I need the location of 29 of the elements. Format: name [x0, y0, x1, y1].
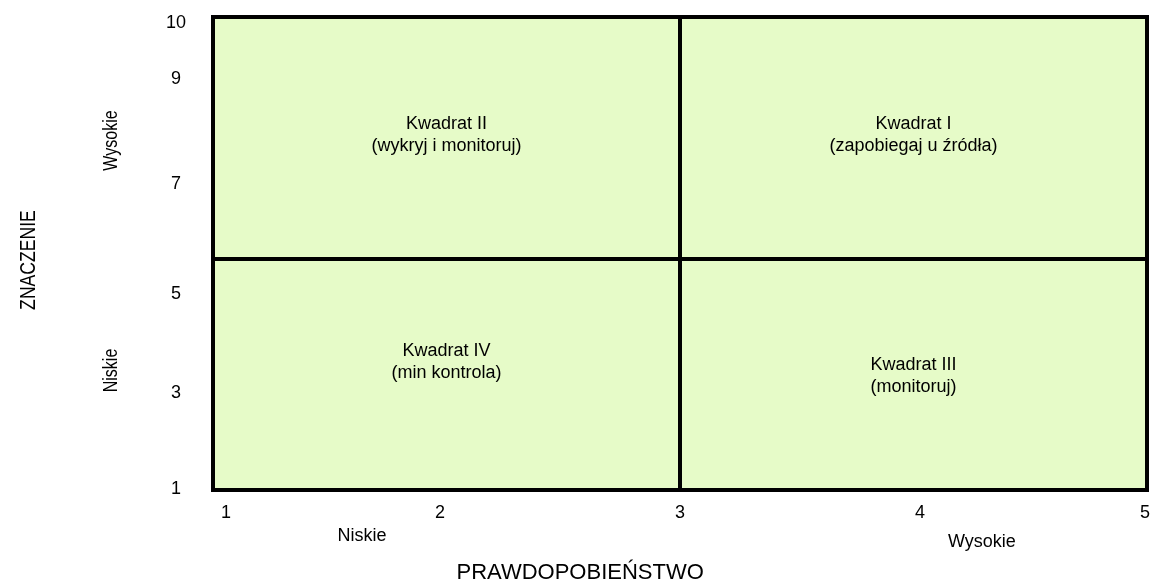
quadrant-action: (min kontrola): [391, 360, 502, 383]
tick-label: 9: [171, 67, 181, 89]
tick-label: 5: [171, 282, 181, 304]
axis-title: ZNACZENIE: [14, 210, 41, 310]
axis-level-label: Wysokie: [98, 109, 122, 171]
quadrant-action: (monitoruj): [870, 374, 957, 397]
tick-label: 4: [915, 501, 925, 523]
quadrant-title: Kwadrat II: [405, 112, 487, 134]
tick-label: 7: [171, 172, 181, 194]
tick-label: 5: [1140, 501, 1150, 523]
axis-level-label: Niskie: [98, 348, 122, 392]
quadrant-action: (wykryj i monitoruj): [371, 134, 522, 156]
quadrant-title: Kwadrat IV: [402, 338, 491, 361]
axis-level-label: Wysokie: [948, 530, 1016, 552]
tick-label: 1: [221, 501, 231, 523]
axis-level-label: Niskie: [337, 524, 387, 546]
quadrant-title: Kwadrat III: [870, 352, 957, 375]
tick-label: 2: [435, 501, 445, 523]
quadrant-cell: [213, 259, 680, 490]
quadrant-title: Kwadrat I: [875, 112, 952, 134]
quadrant-cell: [680, 17, 1147, 259]
tick-label: 3: [171, 381, 181, 403]
axis-title: PRAWDOPOBIEŃSTWO: [456, 559, 704, 583]
tick-label: 1: [171, 477, 181, 499]
tick-label: 10: [166, 11, 187, 33]
quadrant-cell: [213, 17, 680, 259]
quadrant-cell: [680, 259, 1147, 490]
quadrant-action: (zapobiegaj u źródła): [829, 134, 998, 156]
tick-label: 3: [675, 501, 685, 523]
